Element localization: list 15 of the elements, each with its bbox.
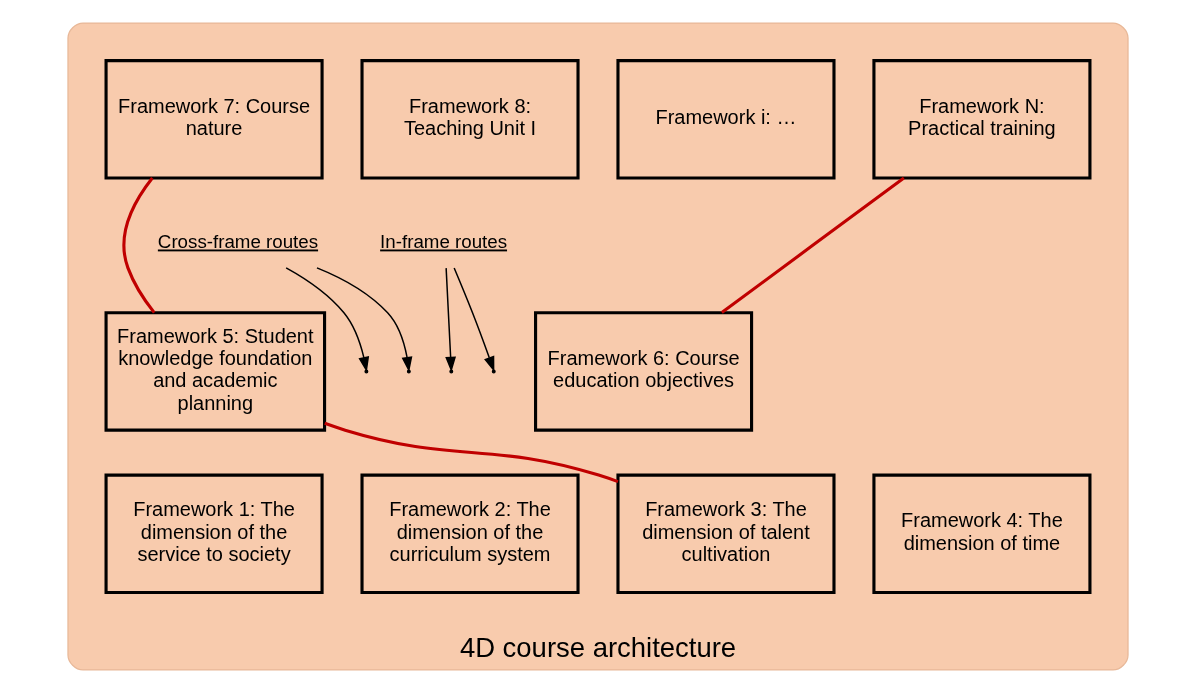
node-box: Framework i: … xyxy=(615,59,836,180)
node-box: Framework 7: Course nature xyxy=(104,59,324,180)
node-box: Framework 5: Student knowledge foundation and academic planning xyxy=(104,311,326,432)
node-box: Framework 3: The dimension of talent cultivation xyxy=(615,473,836,595)
node-box: Framework 4: The dimension of time xyxy=(871,473,1091,595)
node-box: Framework 8: Teaching Unit I xyxy=(359,59,580,180)
node-box: Framework 2: The dimension of the curriculum system xyxy=(359,473,580,595)
node-text: In-frame routes xyxy=(379,231,507,253)
node-box: Framework N: Practical training xyxy=(871,59,1091,180)
node-box: Framework 6: Course education objectives xyxy=(533,311,753,432)
connector xyxy=(323,421,618,484)
connector xyxy=(720,176,905,314)
node-text: Cross-frame routes xyxy=(157,231,318,253)
node-box: Framework 1: The dimension of the service to society xyxy=(104,473,324,595)
connector xyxy=(121,177,155,314)
